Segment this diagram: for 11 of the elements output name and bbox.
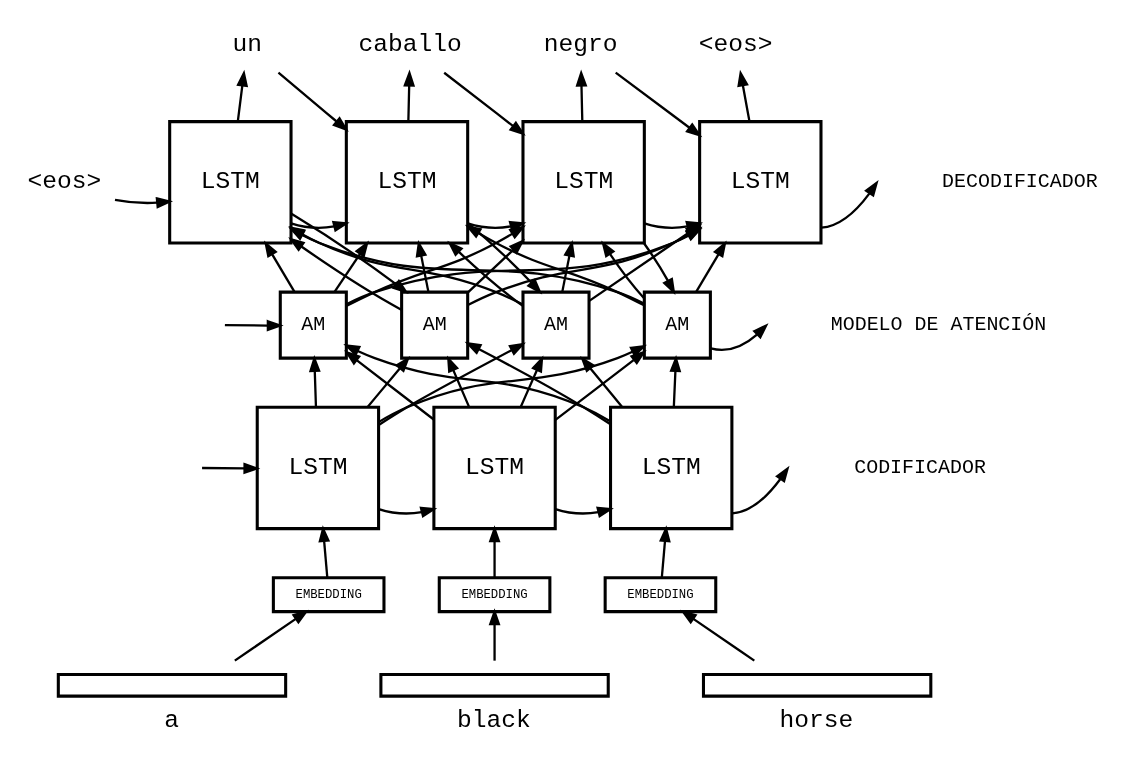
- node-text: <eos>: [698, 30, 773, 58]
- label: CODIFICADOR: [854, 456, 986, 480]
- node-text: negro: [543, 30, 618, 58]
- node-label: a: [164, 706, 180, 734]
- label: DECODIFICADOR: [942, 170, 1098, 194]
- node-label: horse: [779, 706, 854, 734]
- node-text: un: [232, 30, 262, 58]
- node-label: black: [456, 706, 531, 734]
- node-text: caballo: [358, 30, 462, 58]
- node-text: <eos>: [27, 168, 102, 196]
- label: MODELO DE ATENCIÓN: [830, 313, 1047, 337]
